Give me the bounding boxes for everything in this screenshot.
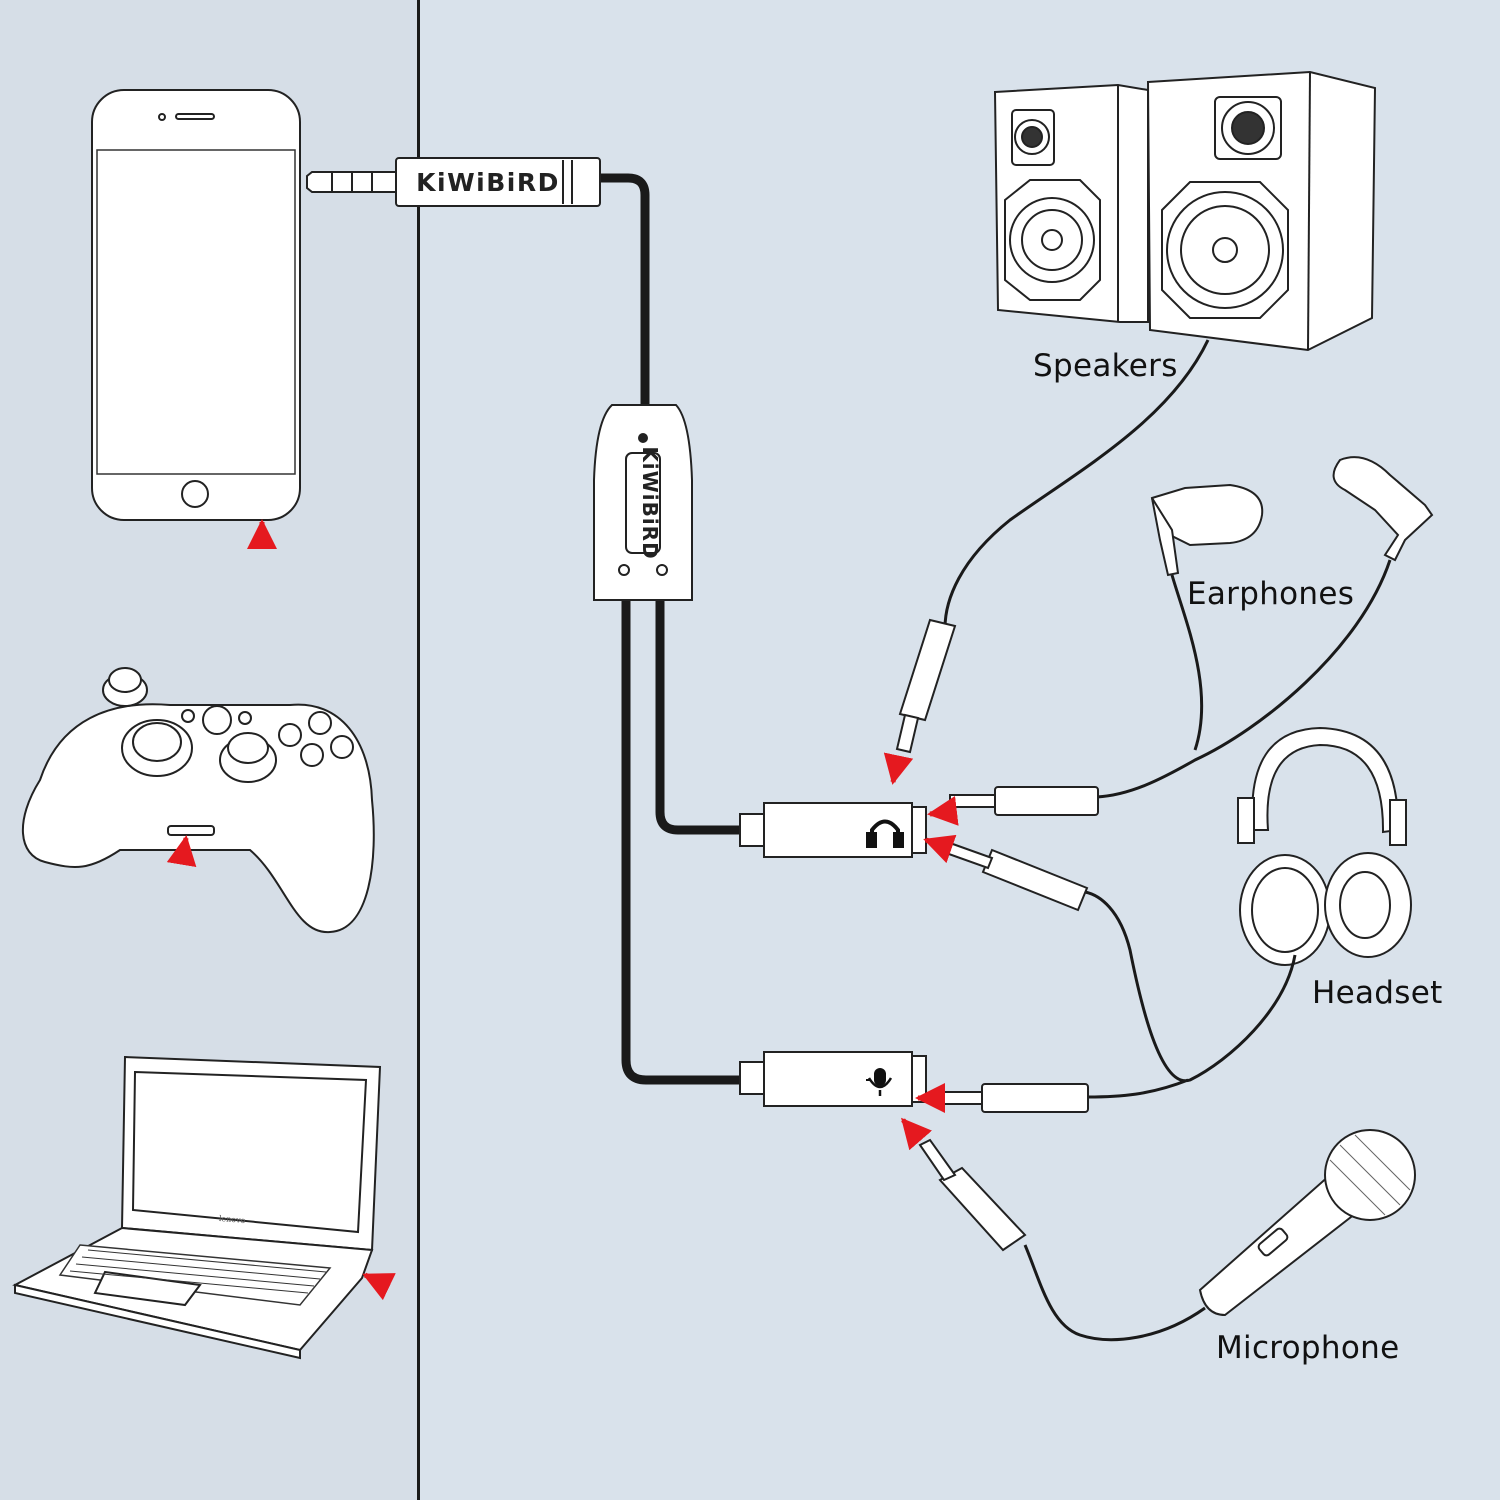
main-cable xyxy=(595,173,747,1085)
headset-plug-2 xyxy=(937,1083,1089,1113)
headphone-icon xyxy=(866,819,904,848)
speaker-plug-arrow xyxy=(883,752,914,785)
headset-plug-1-arrow xyxy=(923,834,957,864)
microphone xyxy=(1198,1129,1416,1317)
microphone-plug-arrow xyxy=(901,1117,933,1151)
speaker-right xyxy=(1146,70,1377,352)
microphone-icon xyxy=(866,1068,893,1096)
microphone-cable xyxy=(1023,1244,1206,1342)
trrs-plug xyxy=(306,157,601,207)
laptop xyxy=(12,1055,382,1360)
speaker-cable xyxy=(943,339,1210,629)
laptop-logo: lenovo xyxy=(219,1214,246,1225)
panel-divider xyxy=(417,0,420,1500)
label-speakers: Speakers xyxy=(1033,348,1178,384)
earphone-plug xyxy=(949,786,1099,816)
smartphone xyxy=(91,89,301,521)
headphone-jack-socket xyxy=(739,802,927,858)
earphone-plug-arrow xyxy=(927,795,959,826)
laptop-keyboard-keys xyxy=(69,1249,327,1294)
label-headset: Headset xyxy=(1312,975,1443,1011)
mic-jack-socket xyxy=(739,1051,927,1107)
earphones xyxy=(1150,456,1434,577)
controller-port-arrow xyxy=(166,835,197,868)
headset-cable xyxy=(1084,890,1297,1099)
microphone-plug xyxy=(918,1138,1027,1252)
label-microphone: Microphone xyxy=(1216,1330,1400,1366)
splitter-body xyxy=(593,404,693,601)
game-controller xyxy=(21,667,375,934)
speaker-plug xyxy=(895,618,957,754)
headset xyxy=(1237,726,1412,966)
headset-plug-1 xyxy=(944,841,1089,912)
splitter-brand-label: KiWiBiRD xyxy=(638,446,662,559)
earphone-cable xyxy=(1096,559,1392,799)
laptop-port-arrow xyxy=(362,1272,396,1301)
speaker-left xyxy=(993,83,1149,323)
plug-brand-label: KiWiBiRD xyxy=(416,168,560,197)
label-earphones: Earphones xyxy=(1187,576,1355,612)
